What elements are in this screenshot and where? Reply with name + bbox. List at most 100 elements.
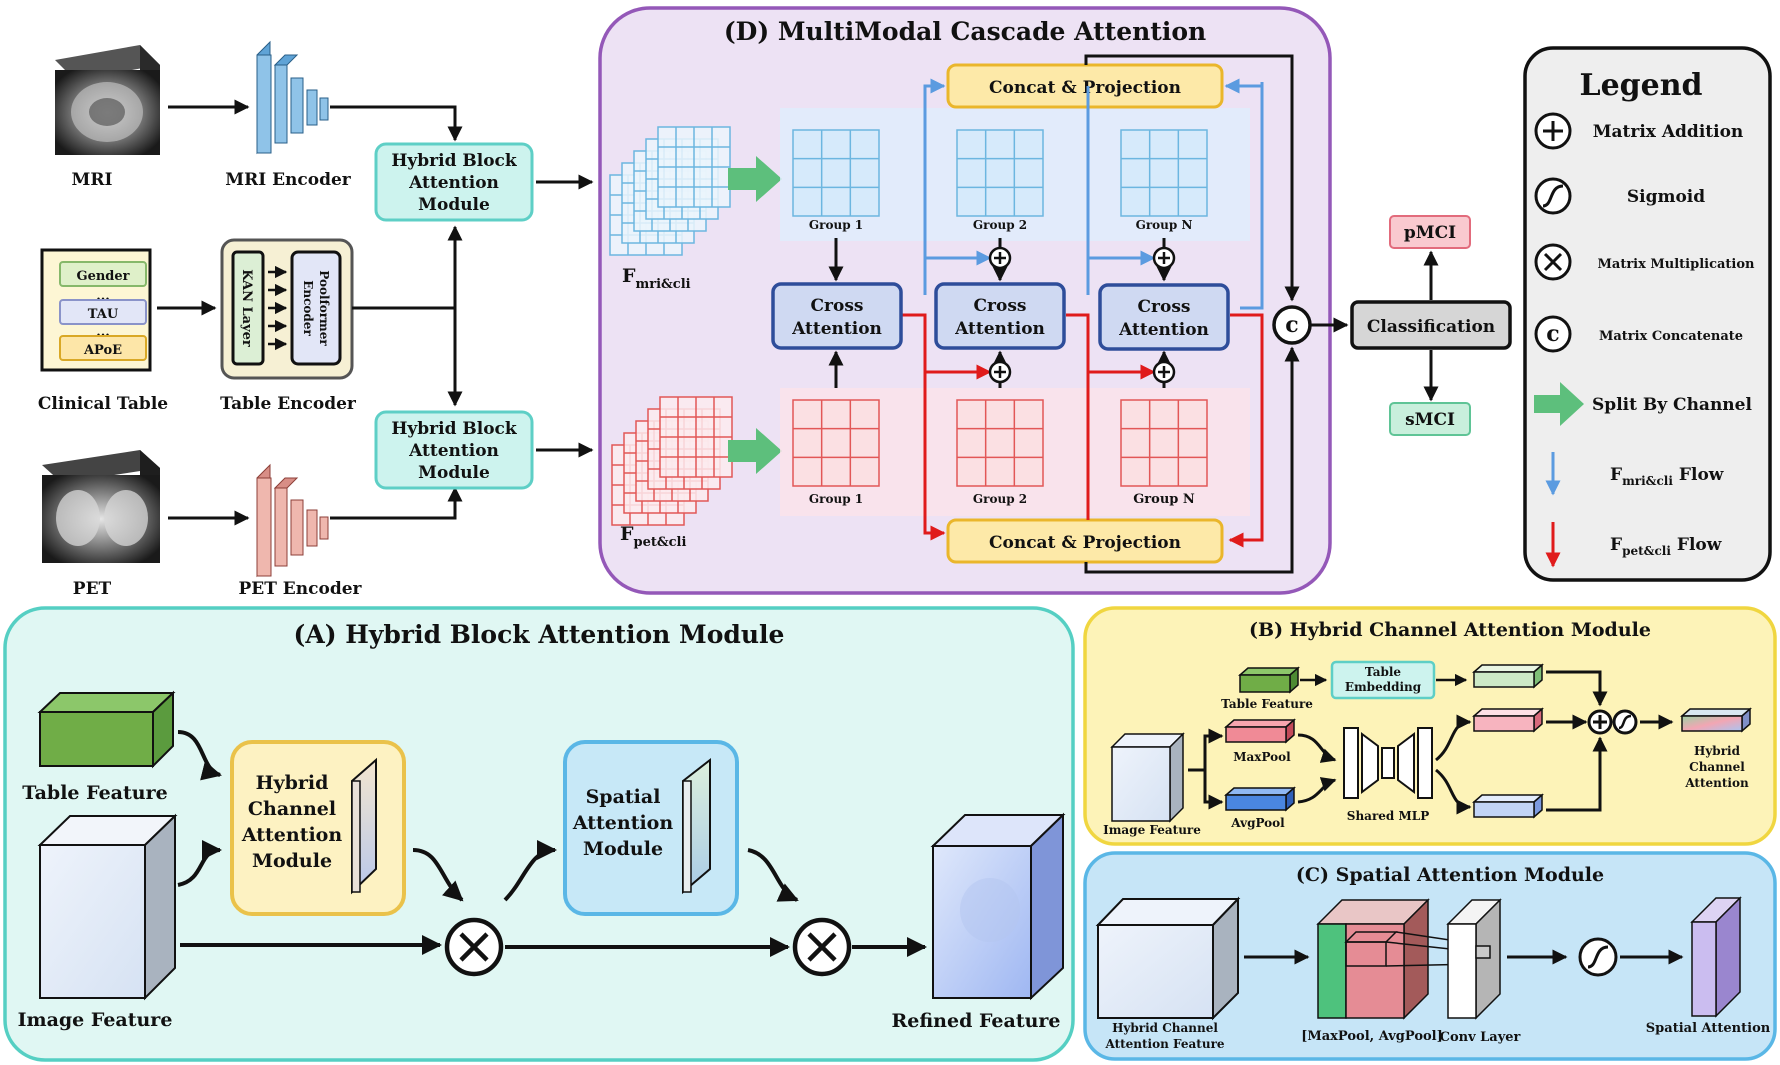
svg-text:Concat & Projection: Concat & Projection (989, 533, 1181, 553)
svg-text:Cross: Cross (974, 296, 1027, 316)
f-mri-label: Fmri&cli (622, 265, 691, 292)
b-table-embedding (1330, 660, 1436, 700)
group-to-cross-arrows (828, 238, 1172, 388)
svg-text:Classification: Classification (1367, 317, 1495, 337)
cross-attention-1: Cross Attention (771, 282, 903, 350)
svg-text:MaxPool: MaxPool (1233, 750, 1291, 764)
svg-text:Matrix Multiplication: Matrix Multiplication (1598, 257, 1756, 272)
panel-b-title: (B) Hybrid Channel Attention Module (1249, 619, 1651, 641)
legend-item-concatenate: c Matrix Concatenate (1534, 315, 1743, 353)
svg-text:Spatial Attention: Spatial Attention (1646, 1021, 1771, 1036)
svg-text:Matrix Addition: Matrix Addition (1593, 122, 1744, 142)
svg-text:Attention: Attention (954, 319, 1045, 339)
a-sam-box: Spatial Attention Module (563, 740, 739, 916)
group-bottom-2: Group 2 (973, 492, 1027, 506)
group-bottom-1: Group 1 (809, 492, 863, 506)
b-max-bar (1472, 707, 1544, 733)
clinical-branch: Gender ... TAU ... APoE Clinical Table K… (38, 225, 463, 414)
svg-text:Hybrid: Hybrid (1694, 744, 1741, 758)
legend: Legend Matrix Addition Sigmoid Matrix Mu… (1523, 46, 1772, 582)
b-avg-bar (1472, 793, 1544, 819)
panel-b: (B) Hybrid Channel Attention Module Tabl… (1083, 606, 1777, 846)
group-grid-top-n (1120, 129, 1208, 217)
legend-title: Legend (1579, 68, 1702, 103)
pet-branch: PET PET Encoder (42, 450, 463, 599)
group-grid-top-2 (956, 129, 1044, 217)
svg-text:Attention: Attention (408, 441, 499, 461)
b-table-feature-label: Table Feature (1221, 697, 1313, 711)
add-node-crosses (994, 252, 1170, 378)
image-feature-cube (37, 813, 178, 1001)
mri-branch: MRI MRI Encoder (55, 40, 463, 190)
pet-label: PET (73, 579, 112, 599)
kan-layer-box (231, 250, 265, 366)
group-grids-top (792, 129, 1208, 217)
svg-text:Split By Channel: Split By Channel (1592, 395, 1752, 415)
field-tau (59, 299, 147, 325)
table-encoder-label: Table Encoder (220, 394, 357, 414)
a-multiply-1 (444, 917, 504, 977)
f-pet-label: Fpet&cli (620, 523, 686, 550)
svg-text:Encoder: Encoder (301, 280, 315, 336)
field-gender (59, 261, 147, 287)
svg-text:Cross: Cross (1138, 297, 1191, 317)
legend-item-sigmoid: Sigmoid (1534, 177, 1705, 215)
svg-text:sMCI: sMCI (1405, 410, 1455, 430)
group-top-n: Group N (1136, 218, 1193, 232)
svg-text:Channel: Channel (248, 798, 336, 820)
group-top-2: Group 2 (973, 218, 1027, 232)
b-image-feature-cube (1110, 732, 1185, 823)
svg-text:Module: Module (418, 463, 490, 483)
clinical-table-label: Clinical Table (38, 394, 168, 414)
b-embed-bar (1472, 663, 1544, 689)
svg-text:Channel: Channel (1689, 760, 1745, 774)
group-grid-bottom-2 (956, 399, 1044, 487)
svg-text:Hybrid Block: Hybrid Block (391, 151, 518, 171)
a-image-feature-label: Image Feature (18, 1009, 173, 1031)
arrow-pet-encoder-to-hbam (330, 486, 463, 520)
svg-text:Gender: Gender (76, 269, 129, 284)
svg-text:Embedding: Embedding (1345, 680, 1422, 694)
pet-encoder-icon (256, 463, 329, 578)
arrow-mri-encoder-to-hbam (330, 105, 463, 142)
split-arrow-bottom (728, 428, 782, 474)
a-table-feature-label: Table Feature (22, 782, 167, 804)
group-bottom-n: Group N (1133, 492, 1195, 507)
smci-box (1389, 402, 1471, 436)
split-arrow-top (728, 156, 782, 202)
svg-text:Module: Module (583, 838, 663, 860)
c-spatial-attention-bar (1690, 896, 1742, 1018)
a-curved-arrows (177, 730, 799, 902)
concat-circle-icon (1534, 315, 1572, 353)
group-grid-bottom-1 (792, 399, 880, 487)
svg-text:Poolformer: Poolformer (317, 270, 331, 346)
b-avgpool-bar (1224, 786, 1296, 812)
cross-attention-2: Cross Attention (934, 282, 1066, 350)
b-output-bar (1680, 707, 1752, 733)
svg-text:Attention: Attention (1684, 776, 1749, 790)
panel-a-title: (A) Hybrid Block Attention Module (294, 620, 785, 649)
svg-text:Attention Feature: Attention Feature (1104, 1037, 1224, 1051)
svg-text:APoE: APoE (83, 343, 122, 358)
legend-item-split: Split By Channel (1534, 382, 1752, 426)
b-shared-mlp (1343, 727, 1433, 799)
table-feature-cube (37, 690, 176, 769)
svg-text:Matrix Concatenate: Matrix Concatenate (1599, 329, 1743, 344)
c-pool-block (1316, 898, 1430, 1020)
b-maxpool-bar (1224, 718, 1296, 744)
hbam-bottom: Hybrid Block Attention Module (374, 410, 534, 490)
f-pet-stack (611, 396, 733, 526)
svg-text:Hybrid Block: Hybrid Block (391, 419, 518, 439)
svg-text:Hybrid: Hybrid (256, 772, 329, 794)
field-apoe (59, 335, 147, 361)
group-grid-bottom-n (1120, 399, 1208, 487)
mri-encoder-icon (256, 40, 329, 155)
svg-text:Concat & Projection: Concat & Projection (989, 78, 1181, 98)
cross-attention-n: Cross Attention (1098, 283, 1230, 351)
a-hcam-box: Hybrid Channel Attention Module (230, 740, 406, 916)
